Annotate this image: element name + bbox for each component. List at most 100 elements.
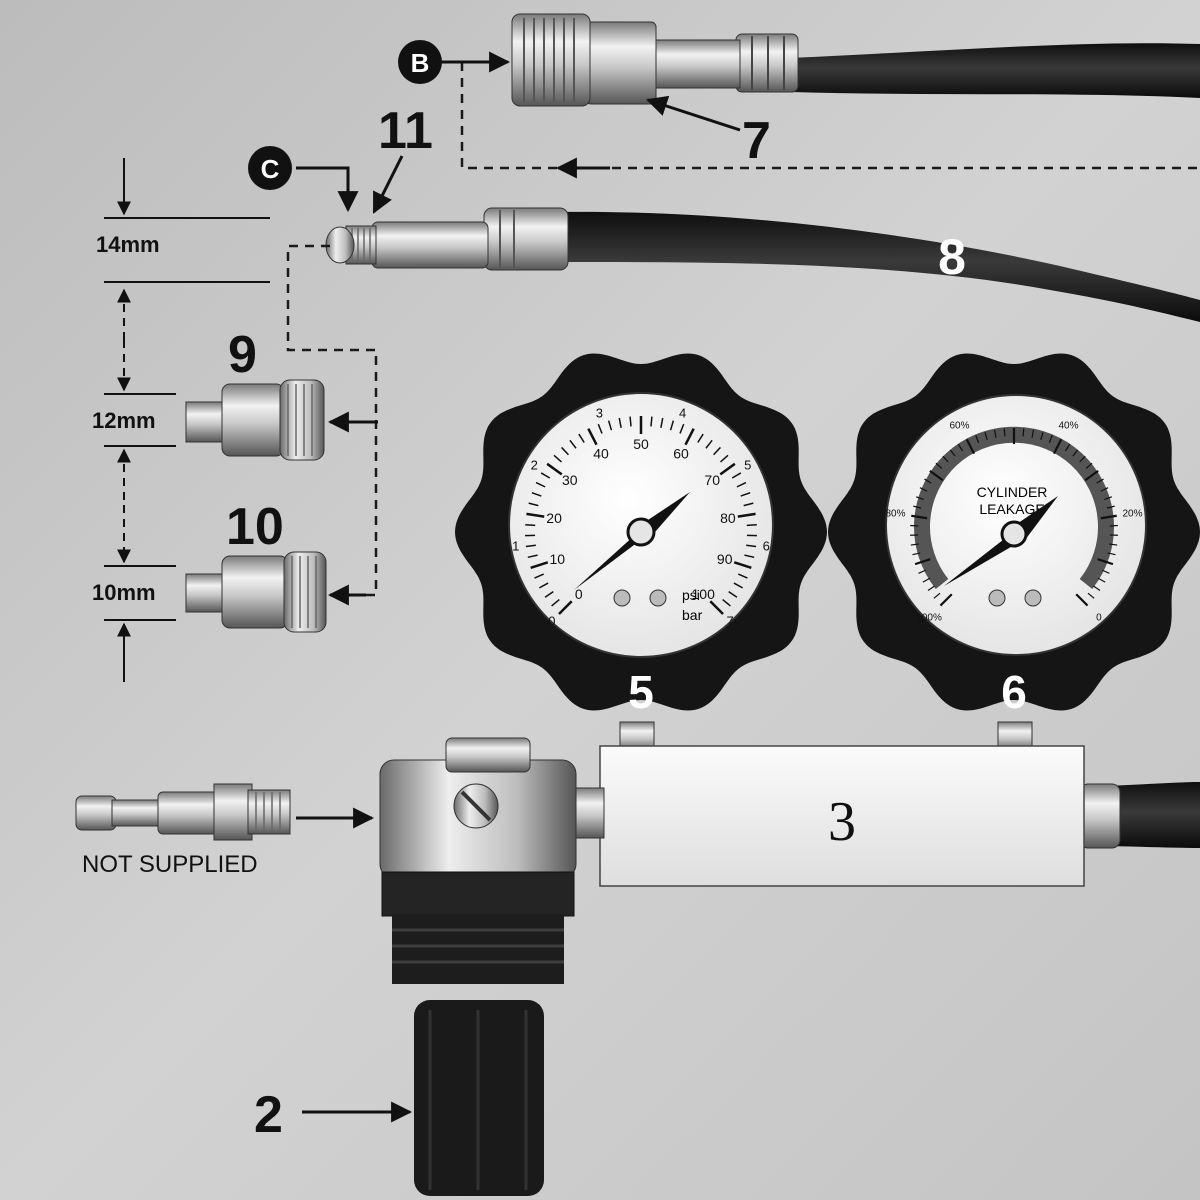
gauge-6-title-line1: CYLINDER — [977, 484, 1048, 500]
gauge-tick — [910, 543, 919, 546]
gauge-tick — [1048, 435, 1053, 443]
gauge-tick — [534, 573, 545, 579]
regulator-gauge-port — [445, 737, 531, 773]
callout-6: 6 — [1001, 666, 1027, 718]
gauge-5-unit-psi: psi — [682, 587, 700, 603]
route-c — [286, 244, 378, 597]
hose-8-assembly — [325, 207, 1200, 322]
gauge-tick — [984, 431, 988, 440]
gauge-tick — [922, 577, 931, 583]
gauge-tick — [660, 417, 664, 429]
coupler-body — [585, 21, 657, 105]
leakage-scale-label: 100% — [916, 612, 942, 623]
gauge-tick — [910, 524, 919, 527]
gauge-tick — [731, 472, 742, 479]
gauge-tick — [551, 598, 560, 607]
gauge-tick — [713, 446, 721, 456]
gauge-tick — [743, 502, 754, 507]
psi-scale-label: 100 — [692, 586, 716, 602]
gauge-tick — [965, 438, 976, 455]
outlet-ferrule — [1079, 783, 1121, 849]
gauge-tick — [1079, 455, 1086, 463]
gauge-tick — [540, 472, 551, 479]
gauge-tick — [1022, 428, 1025, 437]
gauge-6-title-line2: LEAKAGE — [979, 501, 1044, 517]
gauge-tick — [736, 481, 747, 488]
gauge-tick — [1093, 585, 1101, 591]
psi-scale-label: 30 — [562, 472, 578, 488]
gauge-5-screw-right — [649, 589, 667, 607]
gauge-tick — [629, 416, 632, 427]
hose-8 — [560, 211, 1200, 322]
gauge-tick — [1109, 524, 1118, 527]
gauge-tick — [1075, 593, 1089, 607]
gauge-tick — [709, 600, 724, 615]
bar-scale-label: 0 — [548, 614, 555, 629]
gauge-tick — [1097, 577, 1106, 583]
arrow-11 — [372, 155, 404, 214]
gauge-5-ticks — [525, 416, 757, 615]
callout-arrows — [296, 51, 741, 1123]
plug-hex — [213, 783, 253, 841]
gauge-tick — [915, 496, 924, 501]
hose-7-assembly — [511, 13, 1200, 107]
bar-scale-label: 7 — [726, 614, 733, 629]
gauge-tick — [679, 423, 685, 434]
marker-b: B — [398, 40, 442, 84]
gauge-tick — [720, 454, 729, 463]
gauge-tick — [1085, 462, 1093, 469]
adapter-10-knurled-nut — [283, 551, 327, 633]
gauge-6-ticks — [910, 428, 1118, 607]
ferrule-ridges — [751, 36, 785, 90]
gauge-tick — [975, 435, 980, 443]
callout-2: 2 — [254, 1086, 283, 1144]
dashed-routes — [286, 62, 1200, 597]
gauge-tick — [1104, 496, 1113, 501]
gauge-tick — [1064, 443, 1071, 452]
plug-neck — [111, 799, 163, 827]
gauge-tick — [525, 544, 536, 548]
leakage-scale-label: 20% — [1122, 509, 1142, 520]
plug-nose — [75, 795, 117, 831]
marker-c: C — [248, 146, 292, 190]
gauge-tick — [1107, 552, 1116, 556]
callout-5: 5 — [628, 666, 654, 718]
gauge-tick — [733, 561, 752, 570]
gauge-tick — [705, 439, 713, 449]
gauge-tick — [697, 433, 704, 443]
gauge-tick — [949, 449, 956, 457]
arrow-7 — [646, 95, 741, 132]
gauge-tick — [538, 582, 549, 589]
gauge-6-screw-left — [988, 589, 1006, 607]
leakage-scale-label: 0 — [1096, 612, 1102, 623]
gauge-6-hub — [1000, 520, 1028, 548]
air-inlet-plug — [75, 783, 291, 841]
gauge-tick — [942, 455, 949, 463]
callout-10: 10 — [226, 498, 284, 556]
gauge-tick — [912, 552, 921, 556]
gauge-tick — [719, 462, 736, 476]
gauge-tick — [733, 582, 744, 589]
gauge-5-hub — [626, 517, 656, 547]
gauge-tick — [746, 523, 757, 527]
gauge-tick — [531, 492, 542, 497]
gauge-tick — [650, 416, 653, 427]
psi-scale-label: 20 — [546, 510, 562, 526]
gauge-tick — [669, 420, 675, 431]
adapter-10 — [185, 551, 327, 633]
gauge-6-screw-right — [1024, 589, 1042, 607]
leakage-scale-label: 80% — [885, 509, 905, 520]
bar-scale-label: 1 — [512, 539, 519, 554]
route-b — [460, 62, 1200, 170]
marker-c-label: C — [261, 154, 280, 184]
gauge-tick — [561, 446, 569, 456]
callout-3: 3 — [828, 791, 856, 853]
leakage-scale-label: 40% — [1058, 421, 1078, 432]
coupler-hex-body — [649, 39, 741, 89]
plug-body — [157, 791, 219, 835]
gauge-tick — [1100, 514, 1117, 520]
psi-scale-label: 60 — [673, 446, 689, 462]
gauge-tick — [527, 554, 538, 559]
bar-scale-label: 5 — [744, 458, 751, 473]
gauge-tick — [933, 592, 941, 599]
